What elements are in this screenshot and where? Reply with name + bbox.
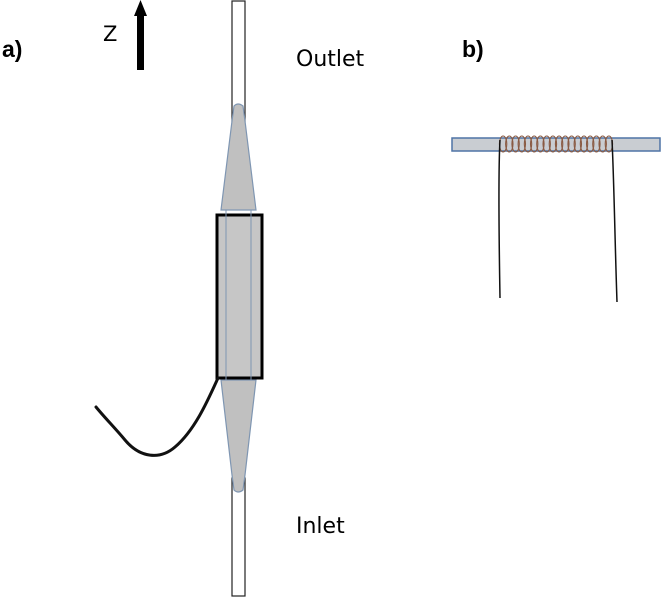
coil-loop (529, 135, 539, 153)
coil-loop (511, 135, 520, 153)
coil-loop (542, 135, 551, 153)
panel-b-diagram (451, 135, 661, 303)
panel-a-label: a) (2, 36, 23, 62)
heater-section (215, 213, 264, 380)
substrate-bar (451, 137, 661, 152)
inlet-label: Inlet (296, 514, 345, 539)
coil-loop (585, 135, 595, 153)
coil-loop (567, 135, 576, 153)
lead-wire (94, 376, 220, 457)
coil-loop (517, 135, 527, 153)
z-axis-label: Z (103, 22, 118, 46)
inlet-tube (231, 477, 246, 597)
coil-loop (592, 135, 601, 153)
coil-loop (573, 135, 583, 153)
arrow-up-icon (134, 0, 147, 70)
coil-loop (523, 135, 533, 153)
coil-loop (536, 135, 545, 153)
outlet-tube (231, 0, 246, 122)
coil-loop (561, 135, 570, 153)
coil-loop (554, 135, 564, 153)
coil-loop (579, 135, 589, 153)
coil-lead-right (611, 139, 618, 303)
panel-b-label: b) (462, 36, 484, 62)
lower-taper (220, 379, 257, 493)
coil-lead-left (498, 139, 501, 299)
panel-a-diagram (94, 0, 264, 597)
upper-taper (220, 103, 257, 211)
coil-loop (598, 135, 607, 153)
coil-loop (505, 135, 514, 153)
outlet-label: Outlet (296, 47, 365, 72)
coil-loop (548, 135, 558, 153)
